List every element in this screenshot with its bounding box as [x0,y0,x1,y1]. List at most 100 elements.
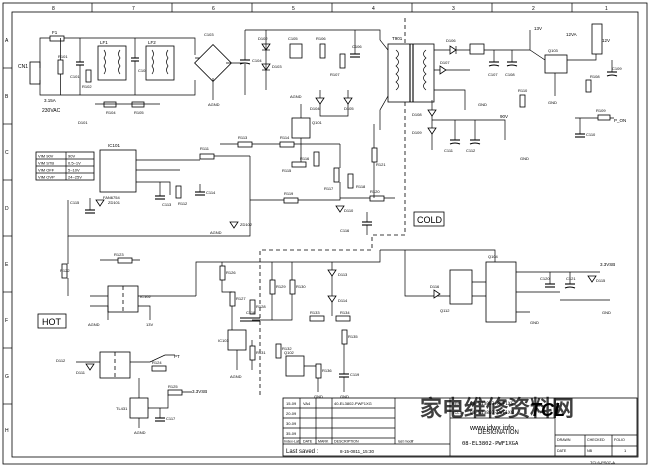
hdr-date: DATE [303,440,313,444]
diode-d116 [433,289,441,299]
cold-zone-box [413,211,445,227]
inner-frame [11,11,639,458]
gnd-label-3: GND [520,156,529,161]
hdr-mark: MARK [318,440,329,444]
d105-label: D105 [344,106,354,111]
bridge-rectifier [194,44,232,82]
diode-d114 [327,295,337,303]
vt-val: 90V [68,154,75,159]
row-label: E [5,262,9,268]
diode-d106 [449,45,457,55]
vt-val: 24~25V [68,175,82,180]
diode-d105 [343,97,353,105]
diode-d111 [85,363,95,371]
col-label: 4 [372,6,375,12]
ic103-label: IC103 [218,338,229,343]
bridge-label: D101 [78,120,88,125]
r123-label: R123 [114,252,124,257]
col-label: 5 [292,6,295,12]
r112-label: R112 [178,201,188,206]
rev-date: 30-09 [286,421,297,426]
vt-val: 0.5~1V [68,161,81,166]
tcltv-value: 08-E13803-PWF1XG [470,410,514,416]
r127-label: R127 [236,296,246,301]
r124-label: R124 [152,360,162,365]
c121-label: C121 [566,276,576,281]
r105-label: R105 [134,110,144,115]
r117-label: R117 [324,186,334,191]
d109-label: D109 [412,130,422,135]
out-13v-label: 13V [534,26,542,31]
diode-d107 [439,65,447,75]
standby-regulator: Q104 C120 C121 D115 3.3VSB GND GND Q112 … [380,249,615,325]
resistor-r115 [291,161,307,168]
c113-label: C113 [162,202,172,207]
r106-label: R106 [316,36,326,41]
d113-label: D113 [338,272,348,277]
column-ruler: 8 7 6 5 4 3 2 1 [52,3,608,12]
row-label: D [5,206,9,212]
col-label: 2 [532,6,535,12]
tl431-label: TL431 [116,406,128,411]
folio-value: 1 [624,448,627,453]
feedback-mid: R113 R114 R115 R116 R117 R118 Q101 R119 … [220,104,395,235]
r128-label: R128 [256,304,266,309]
ac-input-section: CN1 230VAC F1 3.15A R101 C101 R102 LF1 C… [18,30,196,125]
last-saved-value: 8-15-0811_15:30 [340,449,374,454]
resistor-r119 [283,197,299,204]
ref-value: 08-E13803-PWF1XG [470,401,514,407]
hot-zone-box [37,313,67,329]
r135-label: R135 [348,334,358,339]
r115-label: R115 [282,168,292,173]
resistor-r104 [103,101,117,108]
rev-desc: 40-EL3802-PWF1XG [334,401,372,406]
r126-label: R126 [226,270,236,275]
d115-label: D115 [596,278,606,283]
out-13v-label-2: 13V [146,322,153,327]
col-label: 6 [212,6,215,12]
lf2-label: LF2 [148,40,156,45]
r121-label: R121 [376,162,386,167]
mosfet-q101 [291,117,311,139]
r114-label: R114 [280,135,290,140]
q104-label: Q104 [488,254,499,259]
out-33-label-2: 3.3VSB [600,262,615,267]
c101-label: C101 [70,74,80,79]
agnd-label-2: AGND [290,94,302,99]
gnd-label-7: GND [530,320,539,325]
resistor-r131 [249,345,256,361]
rev-date: 20-09 [286,411,297,416]
c109-label: C109 [612,66,622,71]
resistor-r134 [335,315,351,322]
rev-date: 15-09 [286,401,297,406]
resistor-r109 [597,114,611,121]
resistor-r126 [219,265,226,281]
d112-label: D112 [56,358,66,363]
q103-label: Q103 [548,48,559,53]
r111-label: R111 [200,146,210,151]
r125-label: R125 [168,384,178,389]
d108-label: D108 [412,112,422,117]
pt-label: PT [174,354,180,359]
col-label: 8 [52,6,55,12]
c103-label: C103 [204,32,214,37]
resistor-r106 [319,43,326,59]
r136-label: R136 [322,368,332,373]
resistor-r123 [117,257,133,264]
resistor-r133 [309,315,325,322]
q112-label: Q112 [440,308,450,313]
folio-label: FOLIO [614,438,625,442]
ac-voltage-label: 230VAC [42,108,61,114]
resistor-r113 [237,141,253,148]
row-label: F [5,318,8,324]
r109-label: R109 [596,108,606,113]
connector-cn1 [29,61,41,85]
c105-label: C105 [288,36,298,41]
shunt-reg-ic104 [227,329,247,351]
inductor-l101 [469,43,485,55]
r134-label: R134 [340,310,350,315]
rev-mark: VA4 [303,401,311,406]
r131-label: R131 [256,350,266,355]
q102-label: Q102 [284,350,295,355]
